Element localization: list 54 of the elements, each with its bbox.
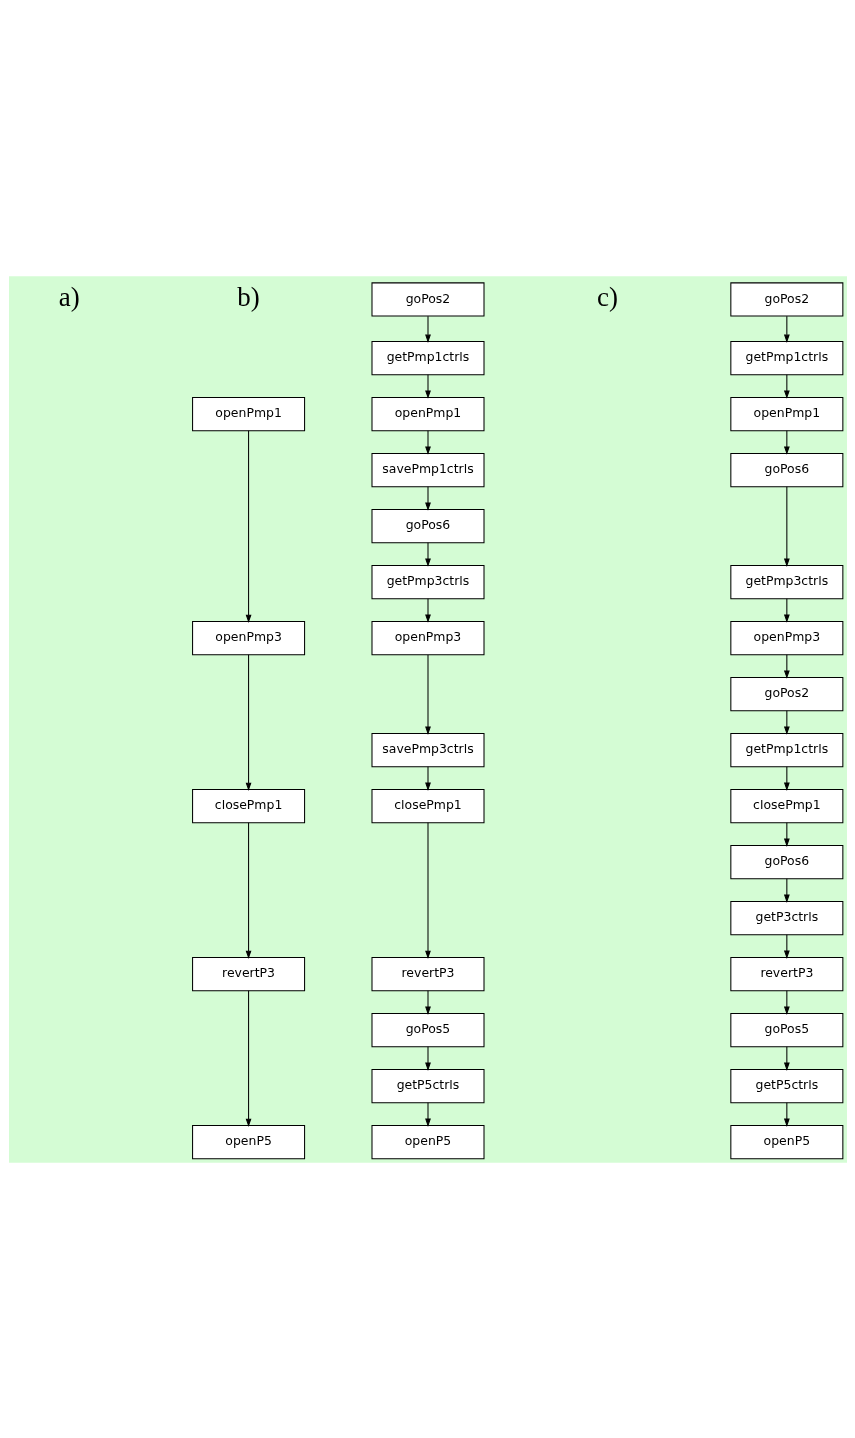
arrow [424,653,431,735]
node-box: revertP3 [371,956,484,991]
arrow [424,429,431,455]
node-box: getP5ctrls [729,1068,843,1103]
arrow [424,541,431,567]
node-box: goPos5 [371,1012,484,1047]
node-box: openP5 [729,1124,843,1159]
arrow [424,765,431,791]
node-box: openPmp1 [191,396,305,431]
arrow [424,315,431,343]
node-box: openPmp1 [371,396,484,431]
arrow [424,989,431,1015]
label: b) [236,281,260,312]
node-box: revertP3 [729,956,843,991]
node-box: goPos6 [371,508,484,543]
arrow [424,1045,431,1071]
node-box: getPmp1ctrls [729,732,843,767]
node-box: goPos5 [729,1012,843,1047]
label: a) [58,281,80,312]
arrow [424,1101,431,1127]
node-box: openP5 [371,1124,484,1159]
arrow [424,373,431,399]
node-box: goPos6 [729,844,843,879]
arrow [245,989,251,1127]
arrow [783,315,790,343]
node-box: getP5ctrls [371,1068,484,1103]
arrow [424,821,431,959]
node-box: openPmp3 [371,620,484,655]
node-box: closePmp1 [191,788,305,823]
node-box: openPmp3 [729,620,843,655]
node-box: goPos2 [729,281,843,317]
node-box: getP3ctrls [729,900,843,935]
node-box: openPmp1 [729,396,843,431]
node-box: goPos2 [371,281,484,317]
arrow [245,429,251,623]
node-box: closePmp1 [371,788,484,823]
arrow [424,485,431,511]
node-box: savePmp1ctrls [371,452,484,487]
arrow [245,653,251,791]
node-box: goPos2 [729,676,843,711]
node-box: closePmp1 [729,788,843,823]
node-box: getPmp1ctrls [371,340,484,375]
node-box: openPmp3 [191,620,305,655]
node-box: openP5 [191,1124,305,1159]
node-box: getPmp3ctrls [729,564,843,599]
arrow [245,821,251,959]
arrow [424,597,431,623]
label: c) [596,281,618,312]
node-box: getPmp1ctrls [729,340,843,375]
node-box: savePmp3ctrls [371,732,484,767]
node-box: goPos6 [729,452,843,487]
node-box: getPmp3ctrls [371,564,484,599]
arrow [783,485,790,567]
node-box: revertP3 [191,956,305,991]
